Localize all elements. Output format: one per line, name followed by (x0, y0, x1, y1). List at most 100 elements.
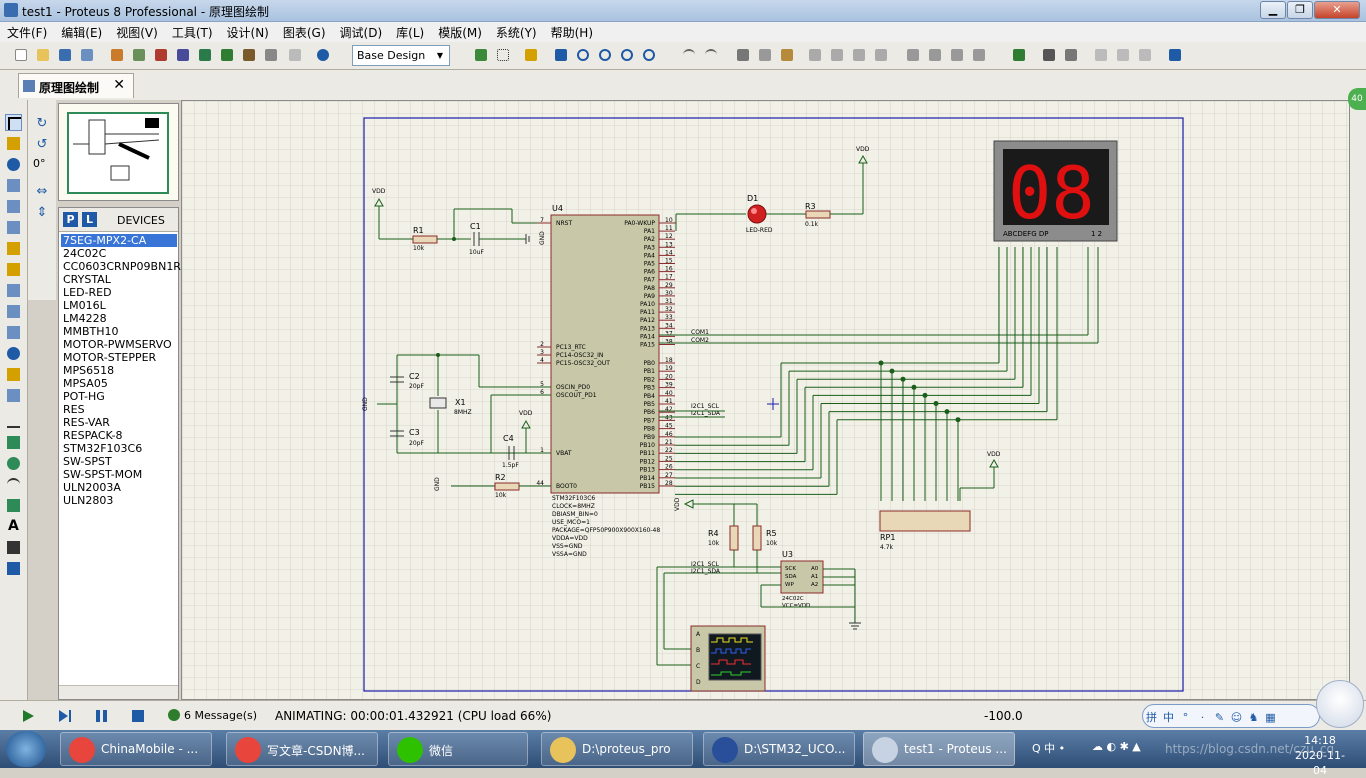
mirror-vertical-icon[interactable]: ⇕ (36, 205, 48, 220)
packaging-icon[interactable] (948, 46, 966, 64)
rotate-clockwise-icon[interactable]: ↻ (36, 116, 48, 131)
menu-graph[interactable]: 图表(G) (282, 26, 326, 40)
text-script-icon[interactable] (5, 198, 22, 215)
device-list-item[interactable]: ULN2803 (63, 494, 114, 507)
design-variant-select[interactable]: Base Design▼ (352, 45, 450, 66)
devices-hscrollbar[interactable] (59, 685, 178, 699)
ime-pen-icon[interactable]: ✎ (1214, 711, 1225, 724)
remove-sheet-icon[interactable] (1114, 46, 1132, 64)
menu-help[interactable]: 帮助(H) (550, 26, 594, 40)
help-icon[interactable] (314, 46, 332, 64)
rotate-anticlockwise-icon[interactable]: ↺ (36, 137, 48, 152)
capacitor-c4[interactable] (508, 446, 515, 460)
library-manager-button[interactable]: L (82, 212, 97, 227)
ime-emoji-icon[interactable]: ☺ (1230, 711, 1243, 724)
floating-badge[interactable]: 40 (1348, 88, 1366, 110)
electrical-rule-check-icon[interactable] (1166, 46, 1184, 64)
marker-icon[interactable] (5, 560, 22, 577)
menu-template[interactable]: 模版(M) (438, 26, 482, 40)
refresh-icon[interactable] (472, 46, 490, 64)
mirror-horizontal-icon[interactable]: ⇔ (36, 184, 48, 199)
eeprom-u3[interactable] (780, 560, 824, 594)
graph-mode-icon[interactable] (5, 303, 22, 320)
new-sheet-icon[interactable] (1092, 46, 1110, 64)
bus-icon[interactable] (5, 219, 22, 236)
minimize-button[interactable]: ▁ (1260, 1, 1286, 19)
zoom-in-icon[interactable] (574, 46, 592, 64)
device-list-item[interactable]: LED-RED (63, 286, 112, 299)
new-file-icon[interactable] (12, 46, 30, 64)
device-list-item[interactable]: MMBTH10 (63, 325, 119, 338)
origin-icon[interactable] (522, 46, 540, 64)
subcircuit-icon[interactable] (5, 240, 22, 257)
menu-view[interactable]: 视图(V) (116, 26, 158, 40)
terminals-icon[interactable] (5, 261, 22, 278)
overview-window[interactable] (58, 103, 179, 201)
device-list-item[interactable]: LM4228 (63, 312, 107, 325)
taskbar-item[interactable]: test1 - Proteus ... (863, 732, 1015, 766)
cut-icon[interactable] (734, 46, 752, 64)
menu-tools[interactable]: 工具(T) (171, 26, 213, 40)
component-mode-icon[interactable] (5, 135, 22, 152)
close-button[interactable]: ✕ (1314, 1, 1360, 19)
grid-toggle-icon[interactable] (494, 46, 512, 64)
ime-chinese-icon[interactable]: 中 (1163, 711, 1174, 724)
device-list-item[interactable]: RES-VAR (63, 416, 110, 429)
canvas-vscrollbar[interactable] (1350, 100, 1366, 700)
device-list-item[interactable]: CC0603CRNP09BN1R5 (63, 260, 188, 273)
led-d1[interactable] (747, 204, 767, 224)
3d-view-icon[interactable] (174, 46, 192, 64)
ime-skin-icon[interactable]: ♞ (1248, 711, 1259, 724)
taskbar-item[interactable]: ChinaMobile - ... (60, 732, 212, 766)
block-delete-icon[interactable] (872, 46, 890, 64)
pause-icon[interactable] (93, 708, 109, 724)
make-device-icon[interactable] (926, 46, 944, 64)
block-move-icon[interactable] (828, 46, 846, 64)
assistant-avatar[interactable] (1316, 680, 1364, 728)
symbol-icon[interactable] (5, 539, 22, 556)
pick-device-button[interactable]: P (63, 212, 78, 227)
menu-debug[interactable]: 调试(D) (339, 26, 383, 40)
ime-punct-icon[interactable]: ° (1182, 711, 1189, 724)
resistor-r4[interactable] (729, 525, 739, 551)
pcb-icon[interactable] (152, 46, 170, 64)
open-folder-icon[interactable] (34, 46, 52, 64)
device-list-item[interactable]: MPS6518 (63, 364, 115, 377)
resistor-pack-rp1[interactable] (879, 510, 971, 532)
decompose-icon[interactable] (970, 46, 988, 64)
taskbar-item[interactable]: D:\proteus_pro (541, 732, 693, 766)
device-list-item[interactable]: SW-SPST-MOM (63, 468, 143, 481)
schematic-icon[interactable] (130, 46, 148, 64)
ime-toolbar[interactable]: 拼中°·✎☺♞▦ (1142, 704, 1320, 728)
circle-icon[interactable] (5, 455, 22, 472)
mcu-u4[interactable] (550, 214, 660, 494)
capacitor-c2[interactable] (390, 376, 404, 383)
vdd-terminal-led[interactable] (858, 154, 868, 164)
block-rotate-icon[interactable] (850, 46, 868, 64)
vdd-terminal-vbat[interactable] (521, 419, 531, 429)
exit-parent-icon[interactable] (1136, 46, 1154, 64)
device-list-item[interactable]: 24C02C (63, 247, 107, 260)
ime-pinyin-icon[interactable]: 拼 (1146, 711, 1157, 724)
seven-segment-display[interactable] (993, 140, 1118, 242)
resistor-r5[interactable] (752, 525, 762, 551)
junction-dot-icon[interactable] (5, 156, 22, 173)
generator-icon[interactable] (5, 345, 22, 362)
notes-icon[interactable] (286, 46, 304, 64)
ime-tray-icon[interactable]: Q 中 • (1032, 742, 1066, 755)
device-list-item[interactable]: 7SEG-MPX2-CA (61, 234, 177, 247)
close-file-icon[interactable] (78, 46, 96, 64)
taskbar-item[interactable]: 写文章-CSDN博... (226, 732, 378, 766)
device-list-item[interactable]: ULN2003A (63, 481, 121, 494)
ime-menu-icon[interactable]: ▦ (1265, 711, 1276, 724)
menu-design[interactable]: 设计(N) (226, 26, 269, 40)
device-list-item[interactable]: POT-HG (63, 390, 105, 403)
save-icon[interactable] (56, 46, 74, 64)
virtual-instrument-icon[interactable] (5, 387, 22, 404)
line-icon[interactable] (5, 413, 22, 430)
resistor-r2[interactable] (494, 482, 520, 491)
bom-icon[interactable] (240, 46, 258, 64)
capacitor-c3[interactable] (390, 430, 404, 437)
box-icon[interactable] (5, 434, 22, 451)
